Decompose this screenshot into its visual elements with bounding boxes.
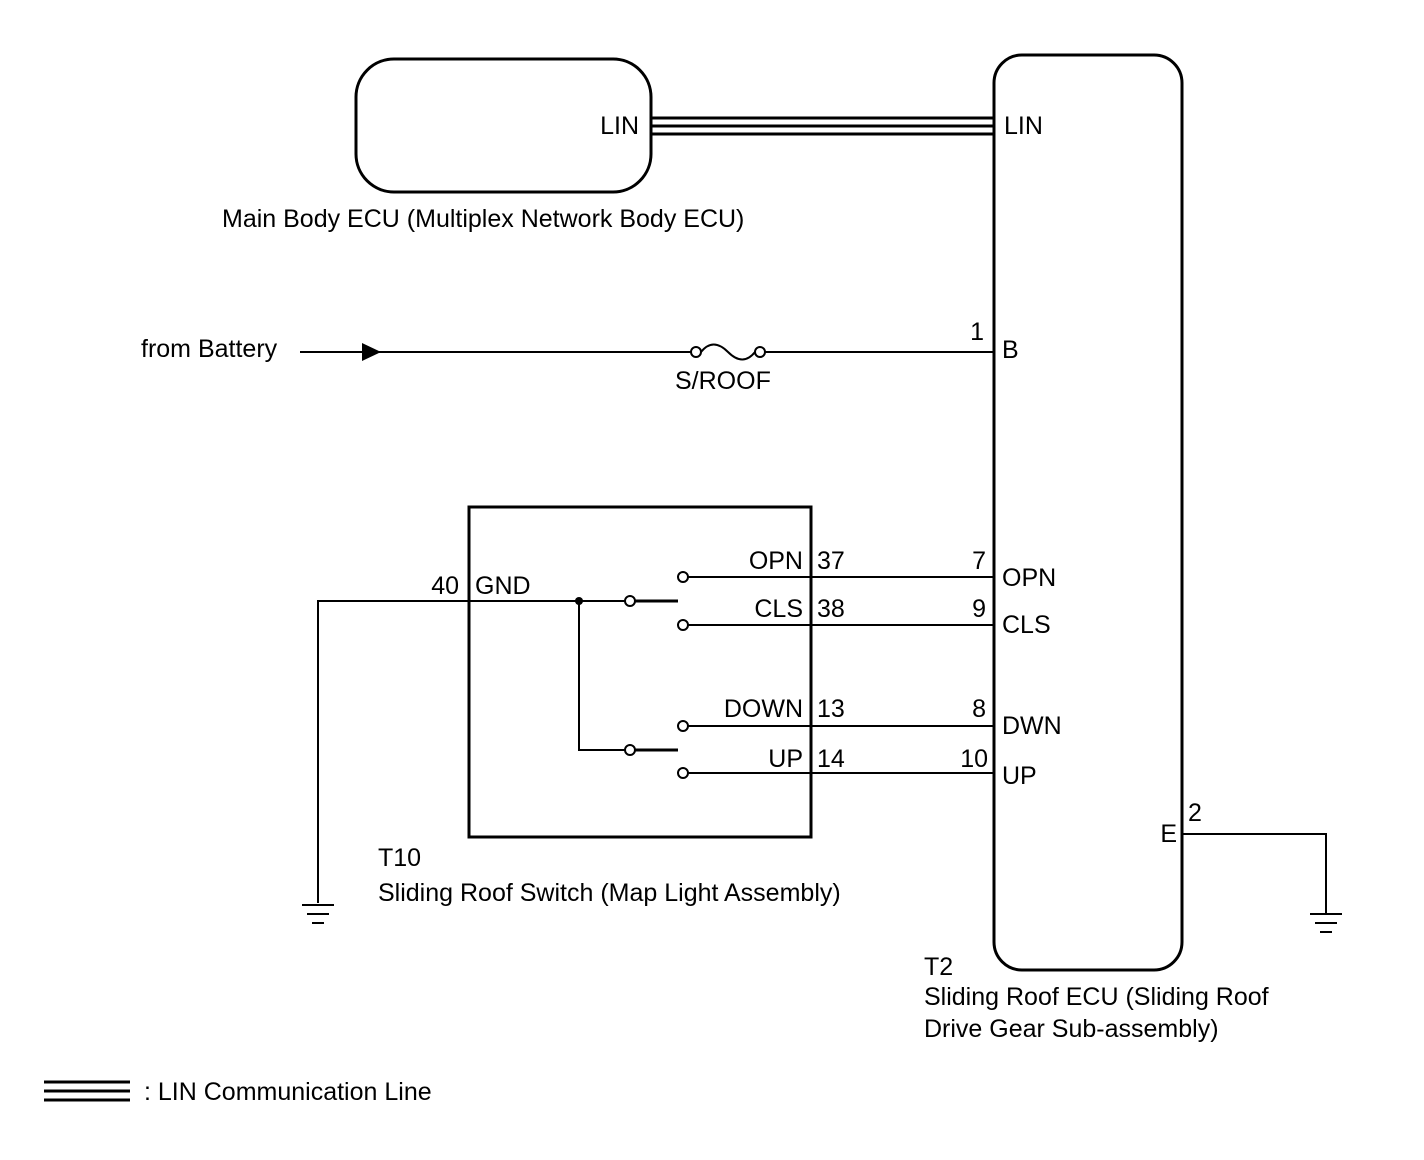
main-body-ecu-label: Main Body ECU (Multiplex Network Body EC… bbox=[222, 205, 744, 233]
legend-label: : LIN Communication Line bbox=[144, 1078, 432, 1106]
switch-pin-down: 13 bbox=[817, 695, 845, 723]
switch-terminal-opn: OPN bbox=[749, 547, 803, 575]
switch-connector: T10 bbox=[378, 844, 421, 872]
sliding-roof-ecu-pin-b: 1 bbox=[970, 318, 984, 346]
sliding-roof-ecu-pin-opn: 7 bbox=[972, 547, 986, 575]
switch-label: Sliding Roof Switch (Map Light Assembly) bbox=[378, 879, 841, 907]
sliding-roof-ecu-terminal-dwn: DWN bbox=[1002, 712, 1062, 740]
sliding-roof-ecu-label-line1: Sliding Roof ECU (Sliding Roof bbox=[924, 983, 1269, 1011]
switch-pin-up: 14 bbox=[817, 745, 845, 773]
switch-terminal-gnd: GND bbox=[475, 572, 531, 600]
open-close-switch-icon bbox=[624, 571, 689, 631]
ground-symbol-icon bbox=[302, 904, 334, 924]
sliding-roof-ecu-pin-cls: 9 bbox=[972, 595, 986, 623]
e-ground-wire bbox=[1182, 833, 1327, 913]
switch-common-wire bbox=[578, 601, 625, 751]
sliding-roof-ecu-terminal-opn: OPN bbox=[1002, 564, 1056, 592]
sliding-roof-ecu-connector: T2 bbox=[924, 953, 953, 981]
switch-pin-opn: 37 bbox=[817, 547, 845, 575]
sliding-roof-switch-box bbox=[467, 505, 813, 839]
switch-terminal-up: UP bbox=[768, 745, 803, 773]
sliding-roof-ecu-pin-dwn: 8 bbox=[972, 695, 986, 723]
sliding-roof-ecu-terminal-cls: CLS bbox=[1002, 611, 1051, 639]
switch-terminal-down: DOWN bbox=[724, 695, 803, 723]
legend-lin-line-icon bbox=[44, 1080, 130, 1102]
fuse-icon bbox=[690, 343, 766, 361]
sliding-roof-ecu-terminal-e: E bbox=[1160, 820, 1177, 848]
switch-pin-cls: 38 bbox=[817, 595, 845, 623]
sliding-roof-ecu-label-line2: Drive Gear Sub-assembly) bbox=[924, 1015, 1219, 1043]
gnd-wire bbox=[317, 600, 625, 903]
battery-label: from Battery bbox=[141, 335, 278, 363]
ground-symbol-icon bbox=[1310, 913, 1342, 933]
main-body-ecu-lin-terminal: LIN bbox=[600, 112, 639, 140]
sliding-roof-ecu-terminal-up: UP bbox=[1002, 762, 1037, 790]
sliding-roof-ecu-pin-e: 2 bbox=[1188, 799, 1202, 827]
lin-communication-line bbox=[651, 116, 994, 136]
switch-pin-gnd: 40 bbox=[431, 572, 459, 600]
sliding-roof-ecu-lin-terminal: LIN bbox=[1004, 112, 1043, 140]
switch-terminal-cls: CLS bbox=[754, 595, 803, 623]
sliding-roof-ecu-box bbox=[992, 53, 1184, 972]
arrow-right-icon bbox=[362, 343, 381, 361]
sliding-roof-ecu-pin-up: 10 bbox=[960, 745, 988, 773]
sliding-roof-ecu-terminal-b: B bbox=[1002, 336, 1019, 364]
fuse-label: S/ROOF bbox=[675, 367, 771, 395]
